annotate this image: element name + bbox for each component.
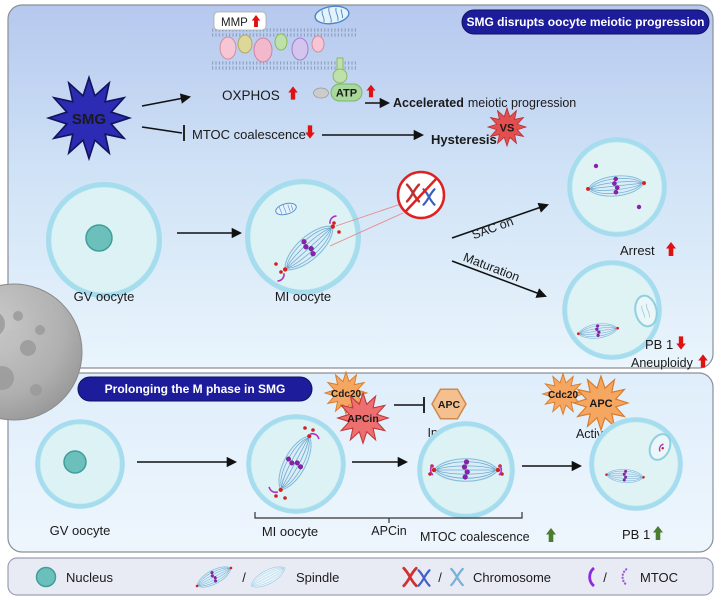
apcin-label: APCin bbox=[347, 413, 379, 425]
mtoc-crescent-icon bbox=[309, 432, 320, 440]
apcin-bracket-label: APCin bbox=[371, 524, 406, 538]
legend-slash: / bbox=[242, 570, 246, 585]
legend-nucleus-icon bbox=[35, 566, 57, 588]
meiotic-progression-text: meiotic progression bbox=[468, 96, 576, 110]
pb1-top-label: PB 1 bbox=[645, 337, 673, 352]
mi-oocyte-top-label: MI oocyte bbox=[275, 289, 331, 304]
apcin-bracket bbox=[254, 512, 523, 523]
smg-to-oxphos-arrow bbox=[141, 93, 192, 107]
pb1-oocyte-bottom bbox=[589, 417, 683, 511]
legend-nucleus-label: Nucleus bbox=[66, 570, 113, 585]
mmp-box bbox=[213, 11, 267, 31]
smg-inhibits-mtoc-line bbox=[141, 125, 185, 141]
moon-craters bbox=[0, 311, 45, 396]
smg-label: SMG bbox=[72, 111, 106, 128]
nucleus-icon bbox=[63, 450, 87, 474]
oxphos-row: OXPHOS ATP Accelerated meiotic progressio… bbox=[222, 83, 576, 110]
aneuploidy-label: Aneuploidy bbox=[631, 356, 694, 370]
oxphos-label: OXPHOS bbox=[222, 88, 280, 103]
mmp-callout: MMP bbox=[213, 11, 267, 31]
moon-illustration bbox=[0, 283, 83, 421]
mi-oocyte-bottom-2 bbox=[417, 421, 515, 519]
top-title-badge: SMG disrupts oocyte meiotic progression bbox=[461, 9, 710, 35]
legend-slash: / bbox=[603, 570, 607, 585]
mi-oocyte-bottom-label: MI oocyte bbox=[262, 524, 318, 539]
legend: Nucleus / Spindle / Chromosome / MTOC bbox=[35, 561, 678, 593]
apc-right-label: APC bbox=[589, 398, 612, 410]
apc-left-label: APC bbox=[438, 399, 461, 411]
mmp-label: MMP bbox=[221, 17, 248, 29]
mtoc-crescent-icon bbox=[329, 215, 337, 224]
gv-oocyte-top-label: GV oocyte bbox=[74, 289, 135, 304]
atp-label: ATP bbox=[336, 88, 357, 100]
sac-arrow bbox=[451, 202, 549, 239]
mtoc-crescent-icon bbox=[277, 273, 285, 282]
gv-oocyte-top bbox=[46, 182, 162, 298]
mtoc-coalescence-bottom-label: MTOC coalescence bbox=[420, 530, 530, 544]
mtoc-coalescence-label: MTOC coalescence bbox=[192, 127, 306, 142]
maturation-arrow bbox=[451, 260, 547, 298]
accelerated-text: Accelerated bbox=[393, 96, 464, 110]
arrested-oocyte bbox=[567, 137, 667, 237]
bottom-title-badge: Prolonging the M phase in SMG bbox=[77, 376, 313, 402]
top-badge-bg bbox=[461, 9, 710, 35]
legend-slash: / bbox=[438, 570, 442, 585]
hysteresis-label: Hysteresis bbox=[431, 132, 497, 147]
stray-chromosome-dot bbox=[593, 163, 599, 169]
misaligned-chromosome-callout bbox=[329, 170, 446, 247]
polar-body-icon bbox=[634, 294, 658, 328]
adp-blob-icon bbox=[313, 87, 329, 99]
top-badge-label: SMG disrupts oocyte meiotic progression bbox=[466, 15, 704, 29]
legend-spindle-label: Spindle bbox=[296, 570, 339, 585]
oxphos-complexes bbox=[219, 33, 325, 63]
smg-starburst: SMG bbox=[47, 76, 131, 160]
cdc20-right-label: Cdc20 bbox=[548, 390, 578, 401]
mtoc-dots bbox=[274, 221, 341, 274]
mi-oocyte-bottom-1 bbox=[246, 414, 346, 514]
atp-badge bbox=[330, 83, 363, 102]
legend-mtoc-crescent-icon bbox=[588, 566, 595, 588]
matured-oocyte bbox=[562, 260, 662, 360]
pb1-bottom-label: PB 1 bbox=[622, 527, 650, 542]
legend-mtoc-label: MTOC bbox=[640, 570, 678, 585]
bottom-badge-label: Prolonging the M phase in SMG bbox=[105, 382, 286, 396]
mtoc-crescent-icon bbox=[429, 464, 434, 476]
legend-chromosome-label: Chromosome bbox=[473, 570, 551, 585]
mi-oocyte-top bbox=[245, 179, 361, 295]
mtoc-dots bbox=[274, 426, 315, 500]
polar-body-icon bbox=[648, 433, 672, 461]
nucleus-icon bbox=[85, 224, 113, 252]
atp-synthase-icon bbox=[332, 57, 348, 84]
vs-label: VS bbox=[500, 123, 515, 135]
gv-oocyte-bottom-label: GV oocyte bbox=[50, 523, 111, 538]
bottom-badge-bg bbox=[77, 376, 313, 402]
accelerated-progression-label: Accelerated meiotic progression bbox=[393, 96, 576, 110]
legend-mtoc-dotted-icon bbox=[621, 568, 628, 586]
mtoc-crescent-icon bbox=[498, 464, 503, 476]
legend-panel bbox=[7, 557, 714, 596]
arrest-label: Arrest bbox=[620, 243, 655, 258]
mtoc-crescent-icon bbox=[268, 486, 279, 494]
prohibition-slash bbox=[405, 178, 437, 212]
cdc20-left-label: Cdc20 bbox=[331, 389, 361, 400]
mtoc-row: MTOC coalescence Hysteresis VS bbox=[192, 107, 527, 147]
gv-oocyte-bottom bbox=[35, 419, 125, 509]
stray-chromosome-dot bbox=[636, 204, 642, 210]
